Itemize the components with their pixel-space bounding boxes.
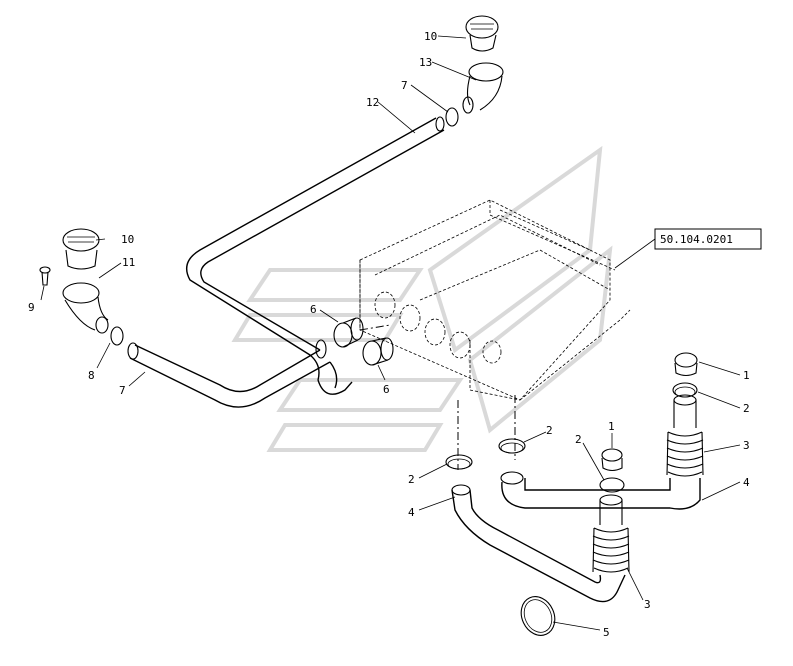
callout-10-top: 10 [424, 30, 437, 43]
elbow-11 [62, 282, 109, 334]
callout-13: 13 [419, 56, 432, 69]
reference-callout[interactable]: 50.104.0201 [614, 228, 762, 269]
adapter-6-b [362, 337, 394, 366]
clamp-8 [110, 326, 124, 346]
adapter-6-a [333, 317, 364, 348]
callout-6-b: 6 [383, 383, 390, 396]
callout-2-mid: 2 [546, 424, 553, 437]
clamp-2-mid-top [498, 438, 526, 454]
callout-4-right: 4 [743, 476, 750, 489]
callout-10-left: 10 [121, 233, 134, 246]
callout-3-right: 3 [743, 439, 750, 452]
callout-2-left: 2 [408, 473, 415, 486]
callout-1-mid: 1 [608, 420, 615, 433]
clamp-2-left [445, 454, 473, 470]
clip-5 [520, 596, 556, 636]
vent-10-top [465, 15, 499, 52]
callout-9: 9 [28, 301, 35, 314]
centerline-adapter [359, 324, 391, 331]
bellows-3-right [666, 394, 704, 477]
callout-6-a: 6 [310, 303, 317, 316]
callout-7-left: 7 [119, 384, 126, 397]
callout-5: 5 [603, 626, 610, 639]
vent-1-mid [601, 448, 623, 472]
vent-10-left [62, 228, 100, 270]
callout-8: 8 [88, 369, 95, 382]
hose-12-end [315, 339, 327, 359]
vent-1-right [674, 352, 698, 377]
elbow-13 [462, 62, 504, 114]
hose-4-left [451, 484, 626, 603]
callout-7-top: 7 [401, 79, 408, 92]
watermark-logo [231, 145, 613, 452]
callout-2-right: 2 [743, 402, 750, 415]
callout-12: 12 [366, 96, 379, 109]
clamp-2-mid [599, 477, 625, 493]
hose-12 [186, 116, 445, 381]
hose-7-left [127, 342, 353, 408]
callout-numbers: 10 13 7 12 10 11 9 8 7 6 6 1 2 3 4 2 1 2… [28, 30, 750, 639]
callout-11: 11 [122, 256, 135, 269]
hose-4-right [500, 471, 701, 510]
bellows-3-bottom [592, 494, 630, 573]
callout-1-right: 1 [743, 369, 750, 382]
callout-3-bottom: 3 [644, 598, 651, 611]
screw-9 [39, 266, 51, 286]
reference-number: 50.104.0201 [660, 233, 733, 246]
callout-4-left: 4 [408, 506, 415, 519]
callout-2-mid2: 2 [575, 433, 582, 446]
leader-lines [40, 35, 741, 631]
clamp-7-top [445, 107, 459, 127]
